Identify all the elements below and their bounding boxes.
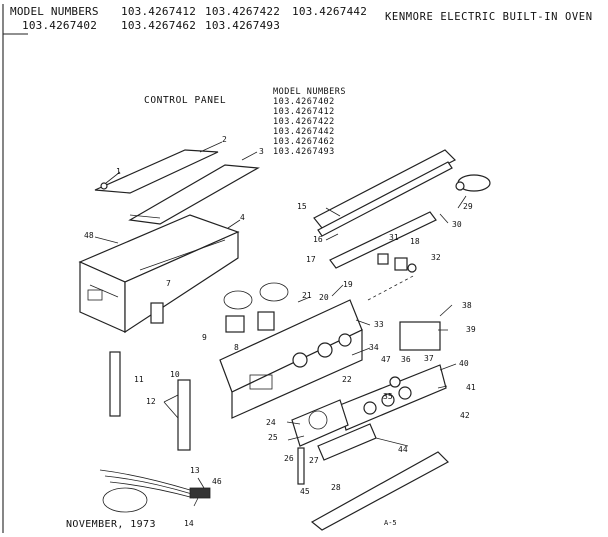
callout-18: 18 [410,237,420,246]
page-number: A-5 [384,519,397,527]
callout-33: 33 [374,320,384,329]
callout-35: 35 [383,392,393,401]
model-number: 103.4267422 [273,117,335,127]
callout-13: 13 [190,466,200,475]
callout-7: 7 [166,279,171,288]
callout-3: 3 [259,147,264,156]
rail-part [310,451,449,531]
callout-37: 37 [424,354,434,363]
strip-part [177,379,191,451]
control-panel-part [219,299,363,419]
callout-4: 4 [240,213,245,222]
page-title: KENMORE ELECTRIC BUILT-IN OVEN [385,11,593,23]
callout-10: 10 [170,370,180,379]
callout-17: 17 [306,255,316,264]
callout-38: 38 [462,301,472,310]
callout-42: 42 [460,411,470,420]
model-number: 103.4267422 [205,5,281,18]
callout-1: 1 [116,167,121,176]
callout-40: 40 [459,359,469,368]
model-numbers-label: MODEL NUMBERS [10,5,99,18]
callout-34: 34 [369,343,379,352]
model-number: 103.4267402 [273,97,335,107]
front-panel-part [339,364,447,431]
model-number: 103.4267493 [273,147,335,157]
callout-48: 48 [84,231,94,240]
model-number: 103.4267442 [292,5,368,18]
section-title: CONTROL PANEL [144,95,227,106]
callout-29: 29 [463,202,473,211]
switch-part [367,253,417,301]
callout-12: 12 [146,397,156,406]
callout-24: 24 [266,418,276,427]
model-number: 103.4267412 [273,107,335,117]
callout-20: 20 [319,293,329,302]
models-heading: MODEL NUMBERS [273,87,347,97]
callout-25: 25 [268,433,278,442]
callout-2: 2 [222,135,227,144]
callout-27: 27 [309,456,319,465]
callout-45: 45 [300,487,310,496]
leader-lines [94,141,467,507]
model-number: 103.4267402 [22,19,98,32]
model-number: 103.4267462 [121,19,197,32]
plate-part [399,321,441,351]
callout-46: 46 [212,477,222,486]
callout-8: 8 [234,343,239,352]
callout-9: 9 [202,333,207,342]
callout-19: 19 [343,280,353,289]
callout-32: 32 [431,253,441,262]
bracket-part [150,302,164,324]
callout-47: 47 [381,355,391,364]
callout-11: 11 [134,375,144,384]
model-number: 103.4267462 [273,137,335,147]
model-number: 103.4267412 [121,5,197,18]
relay-part [223,282,289,333]
callout-21: 21 [302,291,312,300]
strip-part [109,351,121,417]
callout-14: 14 [184,519,194,528]
strip-part [297,447,305,485]
footer-date: NOVEMBER, 1973 [66,519,156,530]
callout-28: 28 [331,483,341,492]
callout-16: 16 [313,235,323,244]
model-number: 103.4267442 [273,127,335,137]
callout-30: 30 [452,220,462,229]
callout-22: 22 [342,375,352,384]
callout-44: 44 [398,445,408,454]
model-number: 103.4267493 [205,19,281,32]
callout-26: 26 [284,454,294,463]
screw-part [100,182,108,190]
callout-15: 15 [297,202,307,211]
callout-31: 31 [389,233,399,242]
callout-41: 41 [466,383,476,392]
callout-36: 36 [401,355,411,364]
rail-part [313,149,491,269]
callout-39: 39 [466,325,476,334]
wiring-harness-part [99,469,211,513]
models-list: MODEL NUMBERS 103.4267402 103.4267412 10… [273,87,346,157]
top-trim-part [94,149,260,225]
